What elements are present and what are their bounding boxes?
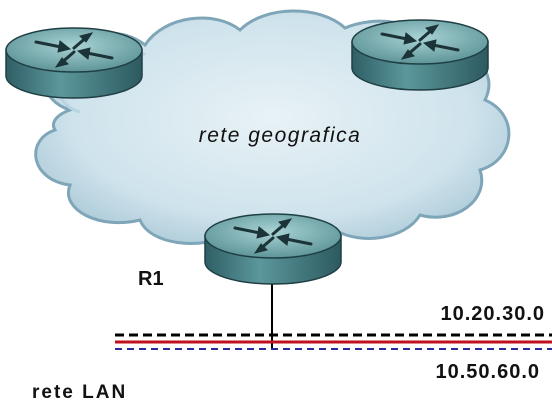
lan-segment: [115, 333, 552, 350]
router-r1-label: R1: [138, 268, 164, 290]
lan-label: rete LAN: [32, 382, 127, 403]
network-address-bottom: 10.50.60.0: [435, 361, 540, 383]
network-address-top: 10.20.30.0: [440, 303, 545, 325]
router-top-right: [350, 18, 490, 92]
cloud-label: rete geografica: [199, 124, 362, 147]
router-r1: [203, 212, 343, 286]
router-top-left: [4, 26, 144, 100]
